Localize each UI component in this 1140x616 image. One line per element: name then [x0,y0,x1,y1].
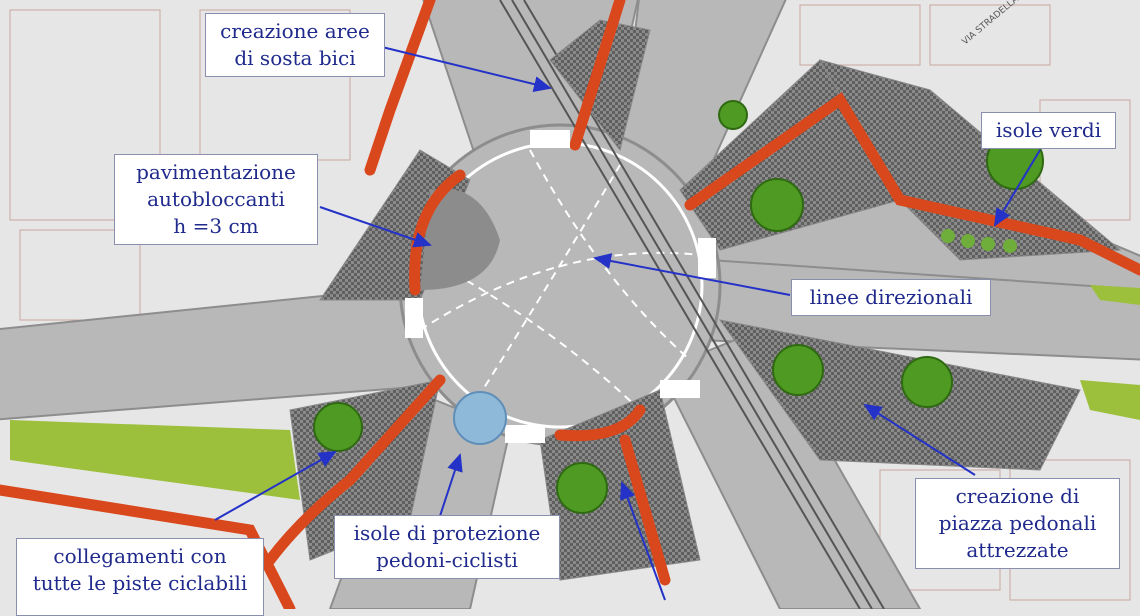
label-green-islands: isole verdi [981,112,1116,149]
small-green-islands [941,229,1017,253]
label-bike-parking-line2: di sosta bici [234,46,356,70]
label-pedestrian-square-line3: attrezzate [966,538,1069,562]
label-paving: pavimentazione autobloccanti h =3 cm [114,154,318,245]
label-protection-islands-line2: pedoni-ciclisti [376,548,518,572]
label-protection-islands: isole di protezione pedoni-ciclisti [334,515,560,579]
zebra-crossings [405,130,716,443]
label-bike-connections-line1: collegamenti con [53,544,227,568]
trees [313,100,1044,514]
label-paving-line3: h =3 cm [173,214,259,238]
annotation-arrows [214,46,1041,601]
label-bike-connections-line2: tutte le piste ciclabili [32,571,248,595]
label-bike-parking: creazione aree di sosta bici [205,13,385,77]
label-directional-lines-line1: linee direzionali [809,285,973,309]
label-paving-line2: autobloccanti [147,187,285,211]
label-directional-lines: linee direzionali [791,279,991,316]
label-pedestrian-square-line1: creazione di [955,484,1080,508]
label-green-islands-line1: isole verdi [995,118,1102,142]
label-bike-parking-line1: creazione aree [220,19,370,43]
protection-island-marker [453,391,507,445]
label-bike-connections: collegamenti con tutte le piste ciclabil… [16,538,264,616]
green-strips [10,285,1140,500]
directional-lines [419,149,701,421]
label-protection-islands-line1: isole di protezione [353,521,541,545]
label-pedestrian-square-line2: piazza pedonali [938,511,1097,535]
label-paving-line1: pavimentazione [136,160,296,184]
label-pedestrian-square: creazione di piazza pedonali attrezzate [915,478,1120,569]
paving-half-disc [420,188,500,290]
